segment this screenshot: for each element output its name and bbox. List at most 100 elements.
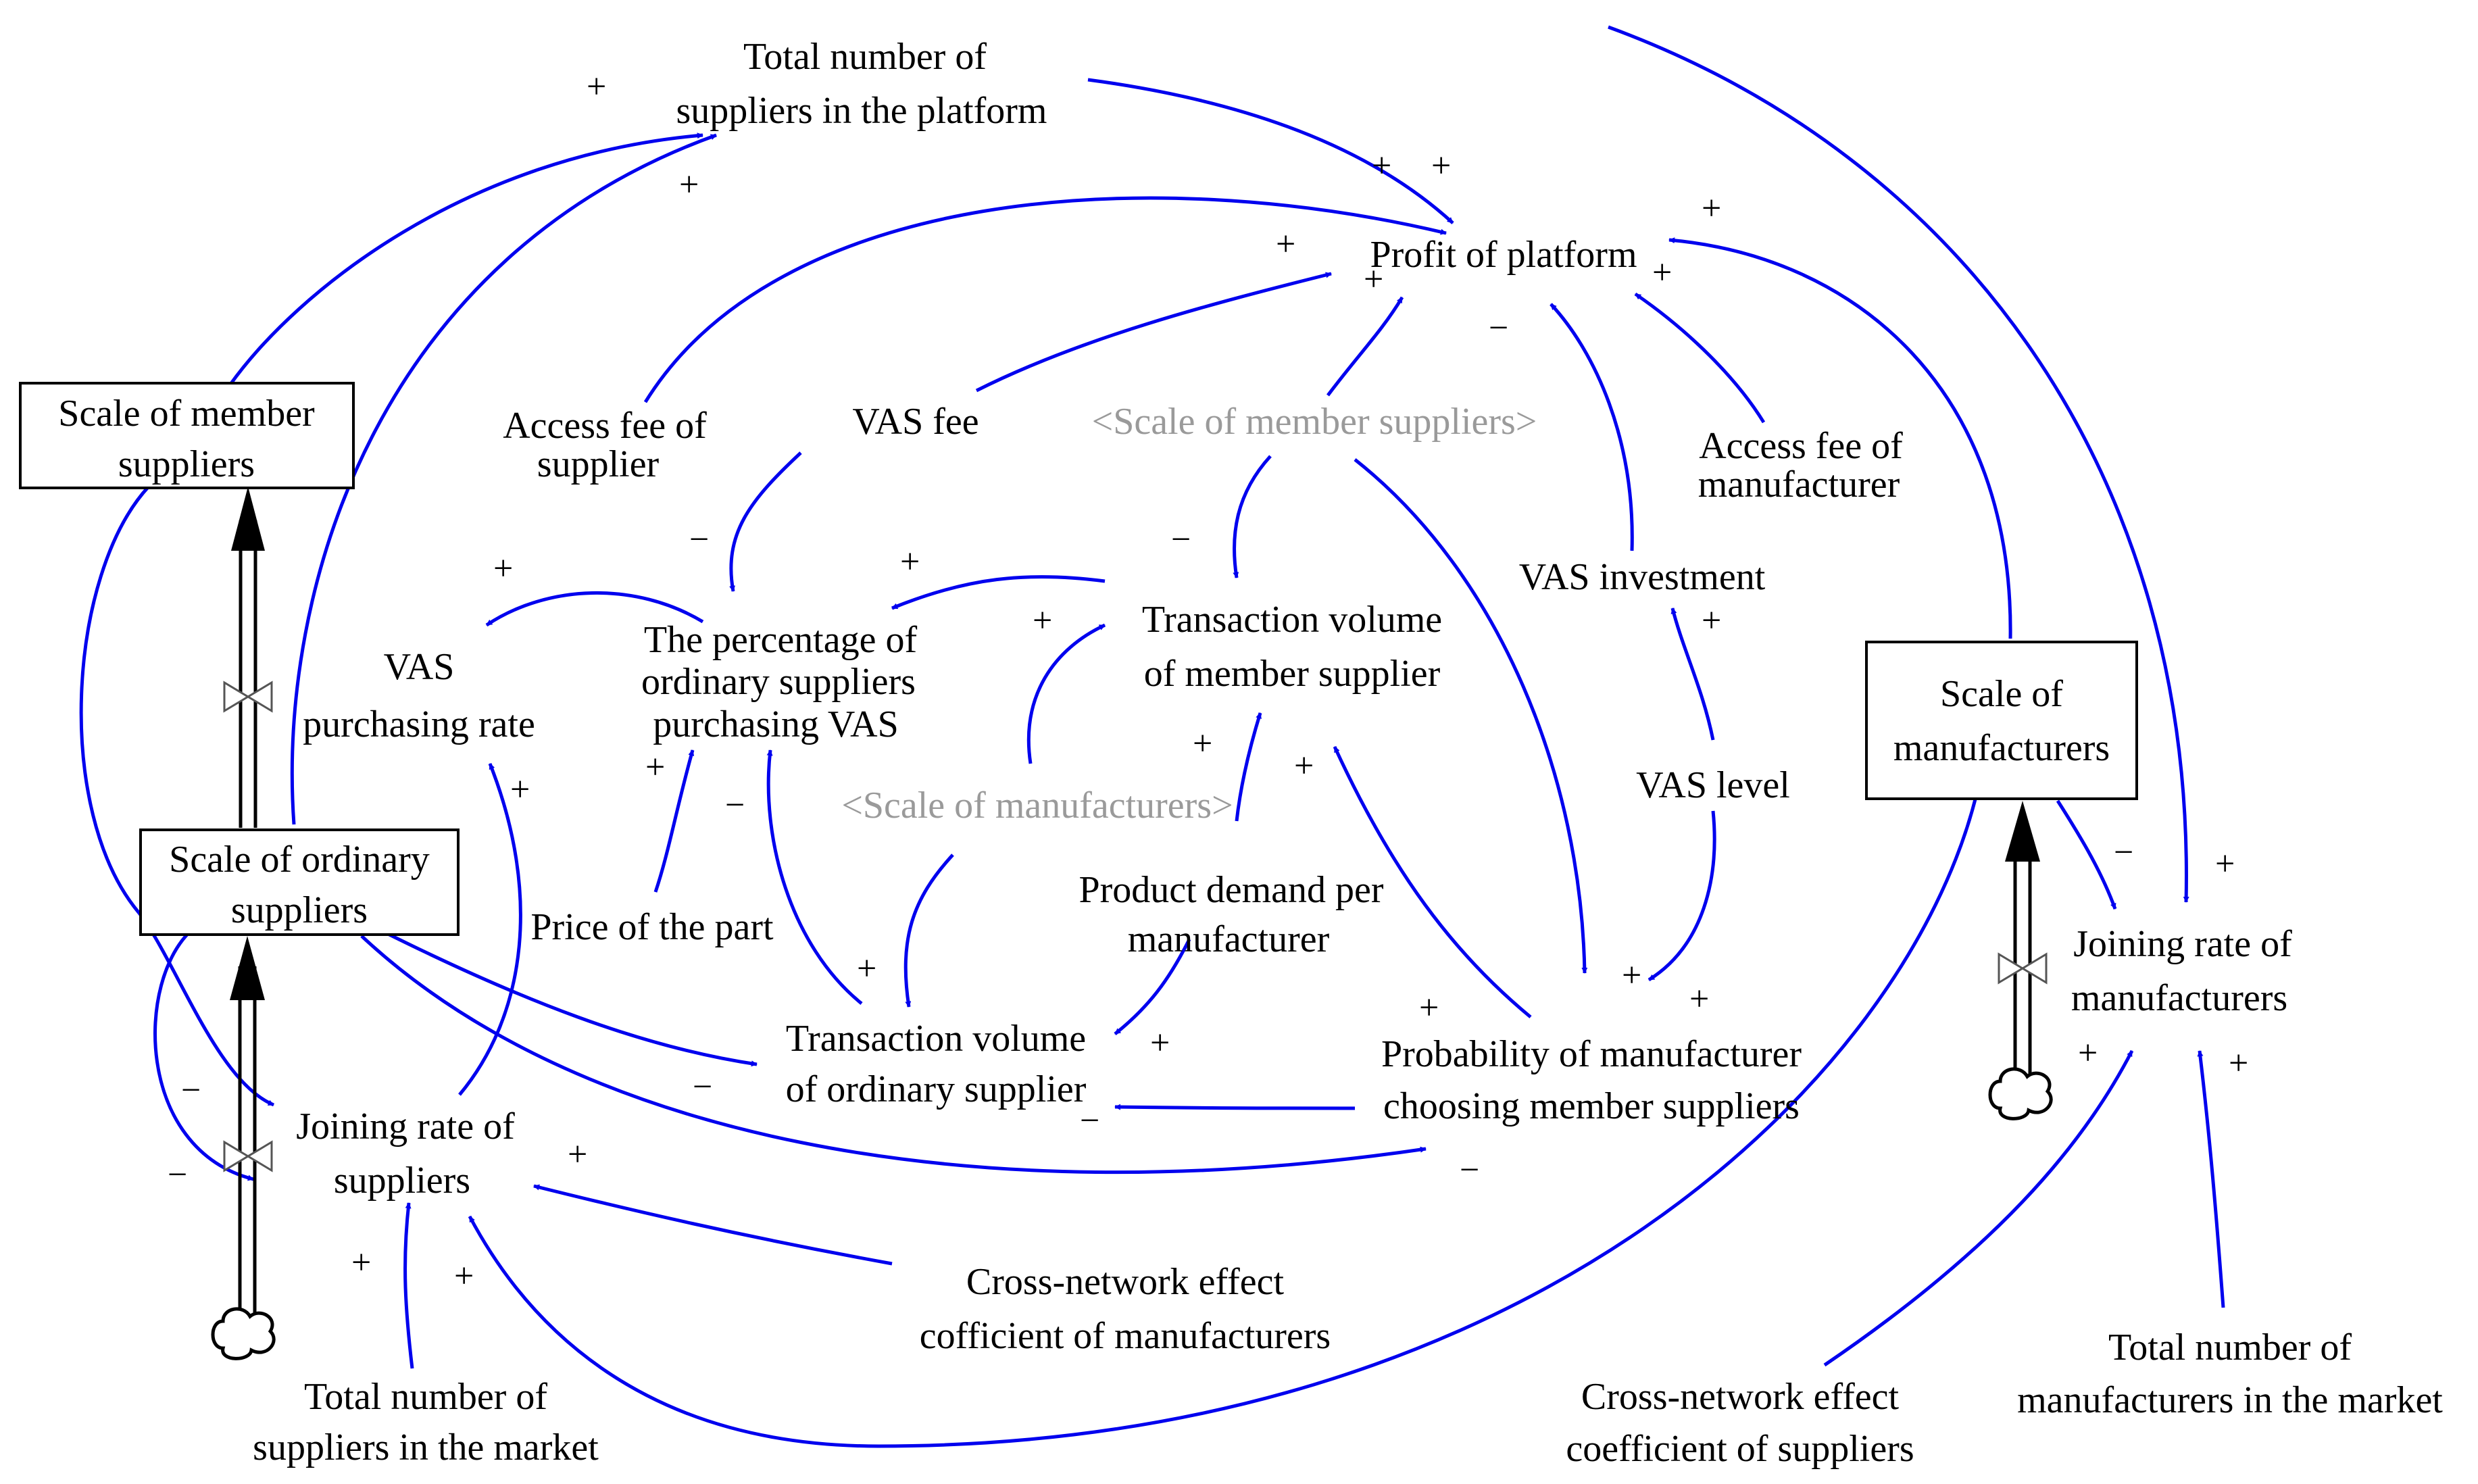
link-product-demand-to-transaction-ordinary <box>1114 938 1191 1035</box>
link-transaction-ordinary-to-percentage <box>766 749 863 1005</box>
variable-product-demand: Product demand per manufacturer <box>1079 869 1384 960</box>
link-member-to-total-platform <box>228 132 703 387</box>
polarity-sign: + <box>587 68 606 106</box>
polarity-sign: + <box>454 1257 474 1295</box>
label-line: Product demand per <box>1079 869 1384 911</box>
label-line: Transaction volume <box>1142 599 1442 641</box>
label-line: coefficient of suppliers <box>1566 1428 1914 1470</box>
label-line: Total number of <box>304 1376 547 1418</box>
polarity-sign: + <box>1294 747 1314 785</box>
stock-label-line: suppliers <box>231 889 368 931</box>
label-line: Price of the part <box>530 906 774 948</box>
stock-box <box>139 828 460 936</box>
label-line: purchasing VAS <box>653 703 899 745</box>
variable-probability-member: Probability of manufacturer choosing mem… <box>1381 1033 1802 1127</box>
label-line: Profit of platform <box>1370 234 1637 276</box>
stock-label-line: Scale of member <box>58 393 315 435</box>
polarity-sign: + <box>645 748 665 787</box>
variable-transaction-ordinary: Transaction volume of ordinary supplier <box>786 1018 1087 1110</box>
source-cloud-icon <box>1988 1067 2053 1120</box>
polarity-sign: + <box>900 543 920 581</box>
label-line: manufacturers <box>2071 977 2287 1019</box>
label-line: manufacturer <box>1128 918 1330 960</box>
link-vas-level-to-vas-investment <box>1670 608 1715 741</box>
label-line: Probability of manufacturer <box>1381 1033 1802 1075</box>
polarity-sign: − <box>689 520 709 559</box>
label-line: Joining rate of <box>296 1106 515 1147</box>
link-probability-to-transaction-ordinary <box>1114 1104 1356 1110</box>
flow-manufacturers <box>1988 801 2053 1120</box>
variable-price-of-part: Price of the part <box>530 906 774 948</box>
variable-joining-rate-suppliers: Joining rate of suppliers <box>296 1106 515 1202</box>
variable-cross-network-manufacturers: Cross-network effect cofficient of manuf… <box>920 1261 1331 1357</box>
valve-icon <box>223 681 273 713</box>
flow-arrowhead <box>231 487 265 551</box>
polarity-sign: − <box>693 1068 712 1106</box>
polarity-sign: + <box>1431 147 1451 185</box>
variable-access-fee-supplier: Access fee of supplier <box>503 405 707 485</box>
stock-box <box>1865 641 2138 800</box>
link-shadow-member-to-transaction-member <box>1233 455 1272 578</box>
link-shadow-manufacturers-to-transaction-member <box>1026 623 1106 764</box>
variable-cross-network-suppliers: Cross-network effect coefficient of supp… <box>1566 1376 1914 1470</box>
stock-label-line: manufacturers <box>1893 727 2110 769</box>
polarity-sign: + <box>1702 601 1721 640</box>
variable-total-suppliers-market: Total number of suppliers in the market <box>253 1376 599 1468</box>
valve-icon <box>223 1140 273 1172</box>
link-ordinary-to-probability <box>360 935 1427 1174</box>
polarity-sign: − <box>181 1071 201 1110</box>
polarity-sign: − <box>1460 1151 1479 1189</box>
link-access-fee-manufacturer-to-profit <box>1634 292 1766 424</box>
polarity-sign: + <box>1419 989 1439 1027</box>
link-probability-to-transaction-member <box>1333 745 1532 1018</box>
label-line: <Scale of manufacturers> <box>841 785 1233 826</box>
label-line: Total number of <box>2108 1327 2352 1368</box>
link-manufacturers-to-joining-manufacturers <box>2056 799 2117 910</box>
label-line: suppliers <box>334 1160 470 1202</box>
link-top-to-joining-manufacturers <box>1608 25 2189 903</box>
variable-profit-of-platform: Profit of platform <box>1370 234 1637 276</box>
label-line: VAS fee <box>852 401 978 443</box>
link-member-to-joining-suppliers <box>79 485 274 1107</box>
polarity-sign: − <box>2114 833 2133 872</box>
label-line: Cross-network effect <box>1581 1376 1900 1418</box>
label-line: purchasing rate <box>303 703 535 745</box>
polarity-sign: + <box>510 770 530 809</box>
source-cloud-icon <box>211 1307 276 1360</box>
variable-vas-fee: VAS fee <box>852 401 978 443</box>
link-percentage-to-vas-rate <box>485 591 704 627</box>
variable-access-fee-manufacturer: Access fee of manufacturer <box>1698 425 1903 505</box>
variable-vas-investment: VAS investment <box>1519 556 1766 598</box>
flow-ordinary-suppliers <box>211 936 276 1360</box>
variable-total-suppliers-platform: Total number of suppliers in the platfor… <box>676 36 1047 132</box>
variable-transaction-member: Transaction volume of member supplier <box>1142 599 1442 695</box>
polarity-sign: + <box>1033 601 1052 640</box>
polarity-sign: + <box>1276 225 1295 264</box>
link-shadow-member-to-probability <box>1354 458 1588 974</box>
polarity-sign: − <box>1080 1102 1099 1140</box>
variable-joining-rate-manufacturers: Joining rate of manufacturers <box>2071 923 2292 1019</box>
link-total-platform-to-profit <box>1087 78 1454 224</box>
flow-arrowhead <box>230 936 265 1000</box>
link-vas-fee-to-profit <box>975 272 1332 393</box>
label-line: <Scale of member suppliers> <box>1092 401 1537 443</box>
label-line: Access fee of <box>1699 425 1903 467</box>
label-line: Transaction volume <box>786 1018 1086 1060</box>
link-joining-suppliers-to-vas-rate <box>458 763 522 1096</box>
link-transaction-member-to-percentage <box>891 575 1106 610</box>
link-total-market-to-joining-suppliers <box>403 1202 414 1369</box>
stock-manufacturers: Scale of manufacturers <box>1865 641 2138 800</box>
flow-member-suppliers <box>223 487 273 828</box>
stock-label-line: suppliers <box>118 443 255 485</box>
variable-vas-purchasing-rate: VAS purchasing rate <box>303 646 535 745</box>
label-line: Joining rate of <box>2073 923 2292 965</box>
link-product-demand-to-transaction-member <box>1235 712 1262 822</box>
link-ordinary-to-total-platform <box>290 133 717 825</box>
polarity-sign: − <box>725 786 745 824</box>
polarity-sign: + <box>1372 147 1391 185</box>
label-line: Cross-network effect <box>966 1261 1285 1303</box>
label-line: Total number of <box>743 36 987 78</box>
label-line: of ordinary supplier <box>786 1068 1087 1110</box>
polarity-sign: + <box>1150 1024 1170 1062</box>
link-cross-manufacturers-to-joining-suppliers <box>533 1184 893 1266</box>
